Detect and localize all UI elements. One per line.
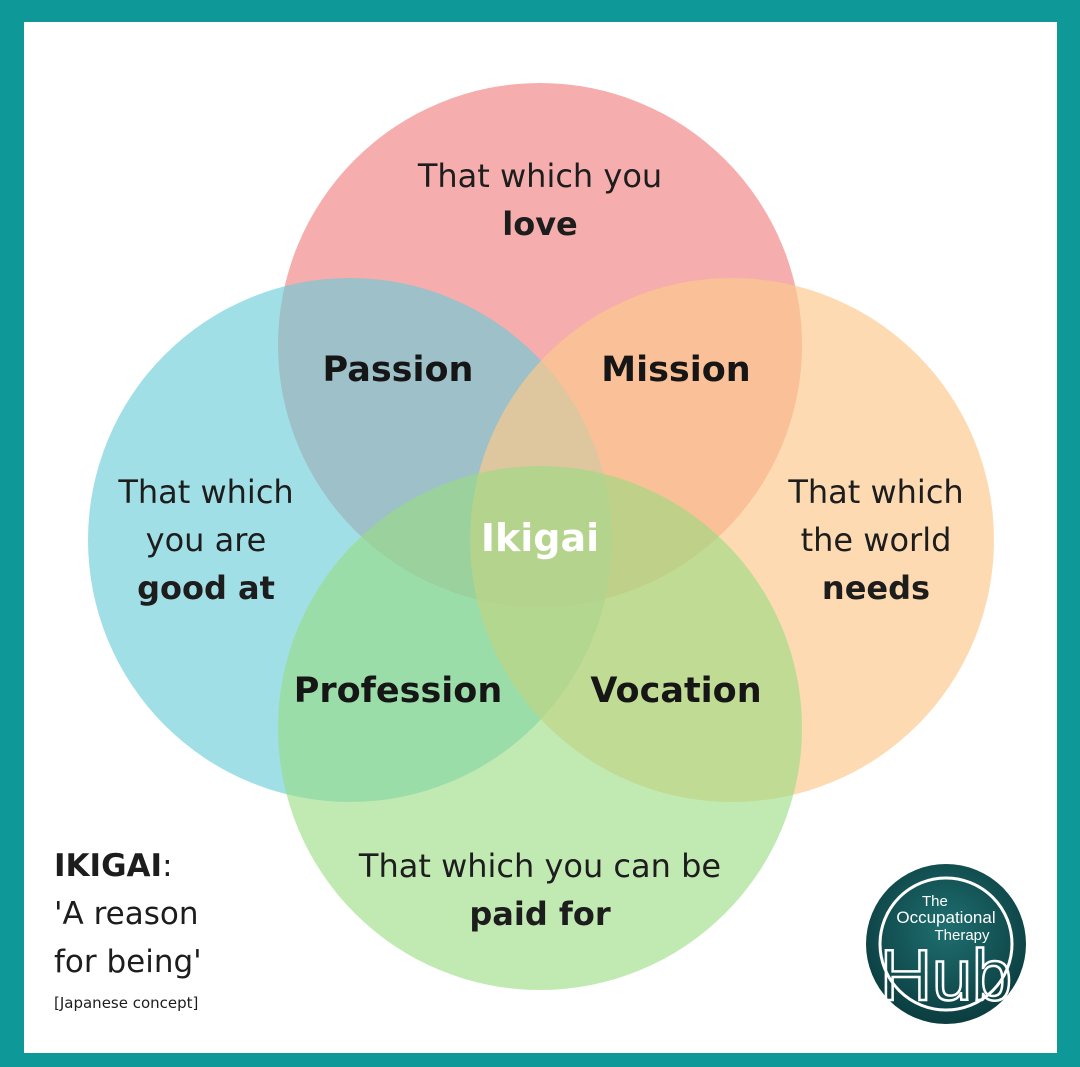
label-good-at-line2: you are bbox=[145, 521, 267, 559]
label-world-needs-line2: the world bbox=[800, 521, 952, 559]
overlap-vocation: Vocation bbox=[590, 671, 762, 711]
label-good-at-line1: That which bbox=[118, 473, 294, 511]
overlap-profession: Profession bbox=[293, 671, 503, 711]
label-world-needs: That which the world needs bbox=[776, 468, 976, 612]
logo-ring bbox=[878, 876, 1014, 1012]
label-good-at-line3: good at bbox=[137, 569, 275, 607]
logo-text-therapy: Therapy bbox=[934, 927, 990, 944]
logo-text-hub: Hub bbox=[880, 936, 1012, 1016]
label-paid-for: That which you can be paid for bbox=[340, 842, 740, 938]
note-line1: 'A reason bbox=[54, 896, 199, 932]
logo-badge bbox=[866, 864, 1026, 1024]
label-good-at: That which you are good at bbox=[106, 468, 306, 612]
label-paid-for-line2: paid for bbox=[469, 895, 611, 933]
ikigai-definition: IKIGAI: 'A reason for being' [Japanese c… bbox=[54, 842, 202, 1012]
overlap-passion: Passion bbox=[322, 350, 474, 390]
logo-text-occupational: Occupational bbox=[896, 908, 995, 927]
note-colon: : bbox=[162, 848, 173, 884]
label-world-needs-line3: needs bbox=[821, 569, 931, 607]
center-ikigai: Ikigai bbox=[480, 516, 600, 560]
label-paid-for-line1: That which you can be bbox=[358, 847, 722, 885]
logo-text-the: The bbox=[922, 893, 948, 910]
label-world-needs-line1: That which bbox=[788, 473, 964, 511]
overlap-mission: Mission bbox=[601, 350, 751, 390]
label-love: That which you love bbox=[390, 152, 690, 248]
ot-hub-logo: The Occupational Therapy Hub bbox=[866, 864, 1026, 1024]
label-love-line2: love bbox=[502, 205, 578, 243]
note-title: IKIGAI bbox=[54, 848, 163, 884]
note-line2: for being' bbox=[54, 944, 202, 980]
note-footnote: [Japanese concept] bbox=[54, 994, 199, 1012]
label-love-line1: That which you bbox=[417, 157, 663, 195]
circle-paid-for bbox=[278, 466, 802, 990]
